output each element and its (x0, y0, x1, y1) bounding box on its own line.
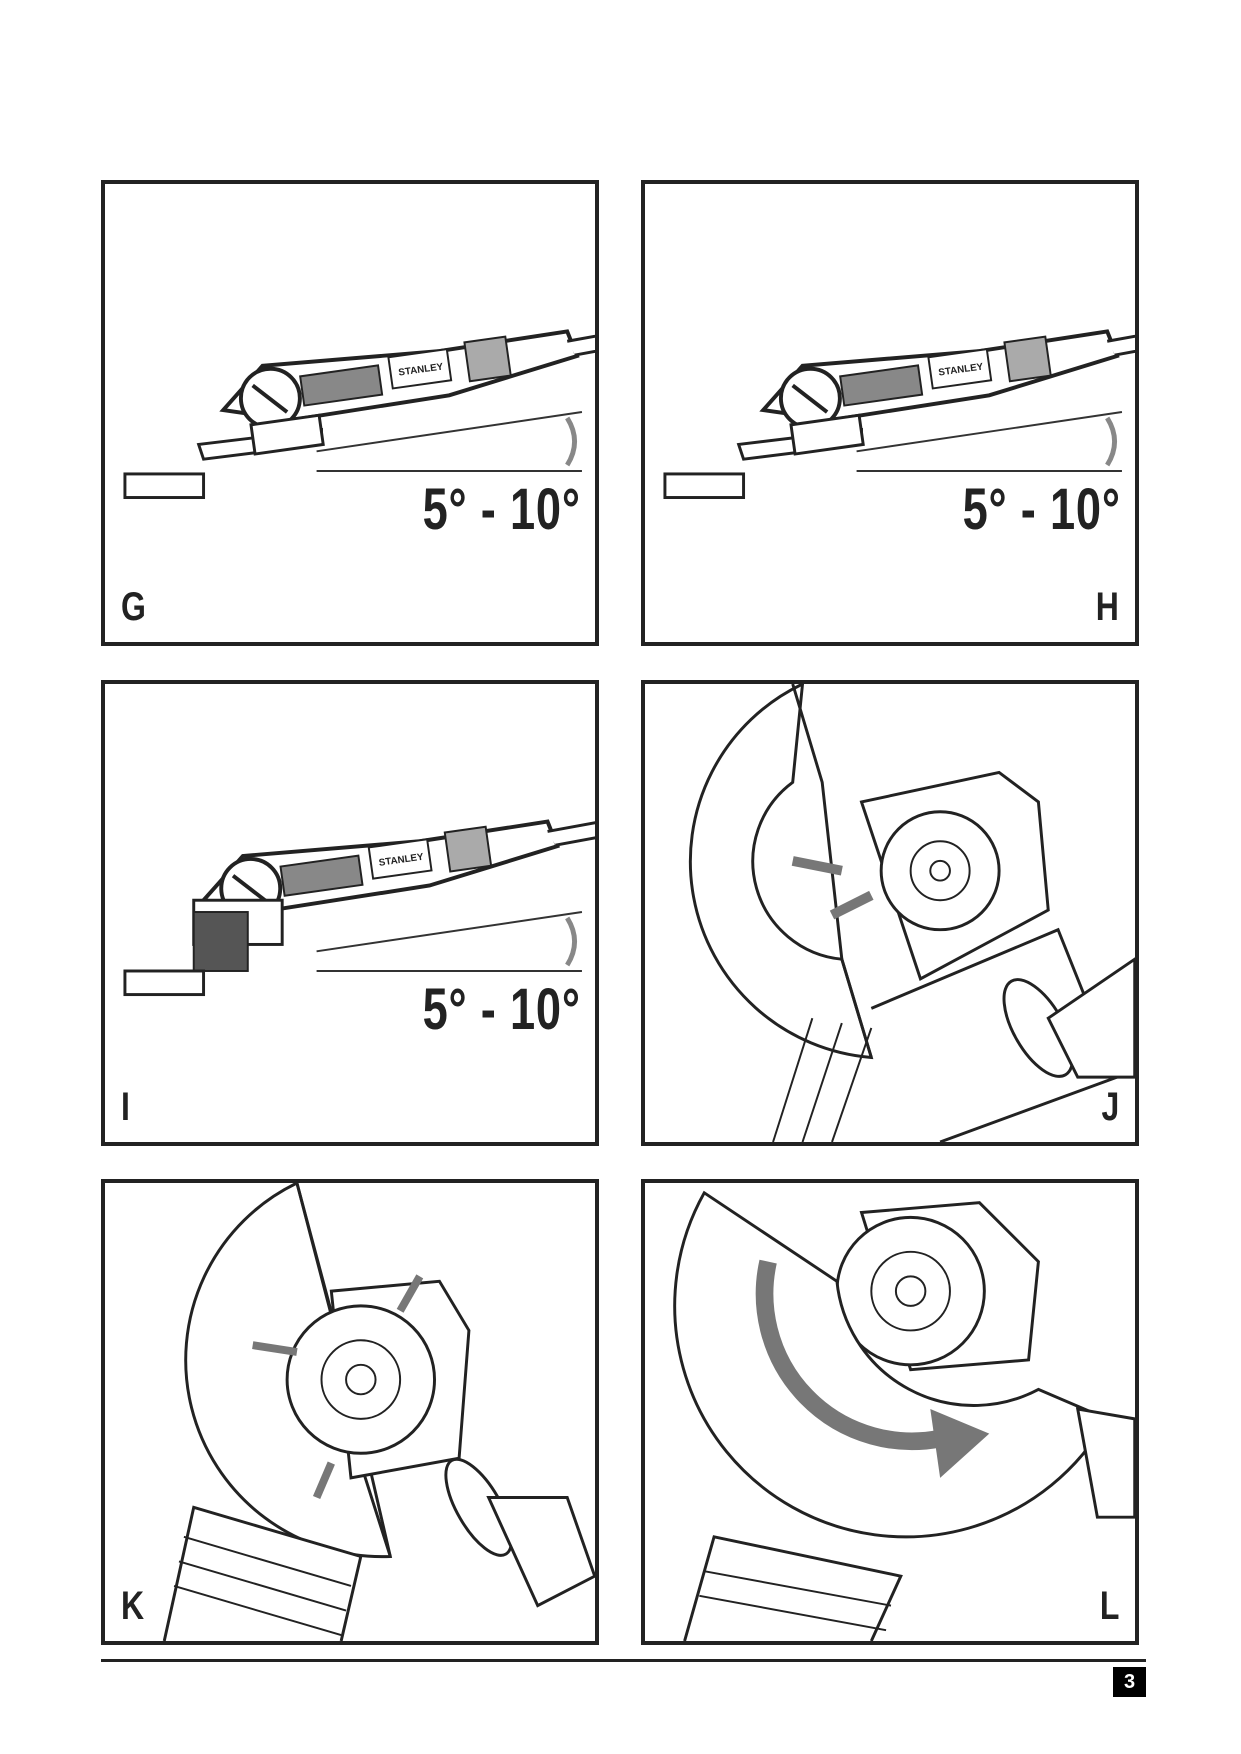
arrow-icon (252, 1341, 298, 1356)
figure-h: 5° - 10° H (641, 180, 1139, 646)
grinder-angle-illustration (123, 329, 595, 499)
arrow-icon (396, 1274, 424, 1313)
figure-k: K (101, 1179, 599, 1645)
grinder-brush-illustration (123, 819, 595, 997)
angle-arrow-icon (1105, 416, 1118, 467)
arrow-icon (312, 1461, 335, 1500)
figure-j: J (641, 680, 1139, 1146)
arrow-icon (829, 890, 874, 920)
angle-arrow-icon (565, 416, 578, 467)
guard-fitting-illustration (688, 684, 1135, 1142)
arrow-head-icon (930, 1409, 990, 1478)
figure-label: L (1099, 1584, 1119, 1628)
figure-g: 5° - 10° G (101, 180, 599, 646)
angle-range-text: 5° - 10° (422, 977, 581, 1042)
angle-arrow-icon (565, 916, 578, 967)
figure-label: K (121, 1584, 145, 1628)
figure-i: 5° - 10° I (101, 680, 599, 1146)
figure-label: G (121, 585, 146, 629)
guard-locked-illustration (673, 1190, 1135, 1641)
angle-range-text: 5° - 10° (422, 477, 581, 542)
figure-l: L (641, 1179, 1139, 1645)
guard-rotation-illustration (162, 1183, 595, 1641)
footer-rule (101, 1659, 1146, 1662)
angle-range-text: 5° - 10° (962, 477, 1121, 542)
rotation-arrow-icon (755, 1259, 942, 1451)
arrow-icon (791, 856, 843, 876)
wire-brush-icon (192, 911, 249, 972)
figure-label: J (1101, 1085, 1119, 1129)
grinder-angle-illustration (663, 329, 1135, 499)
figure-label: H (1095, 585, 1119, 629)
figure-label: I (121, 1085, 130, 1129)
page-number: 3 (1113, 1667, 1146, 1697)
